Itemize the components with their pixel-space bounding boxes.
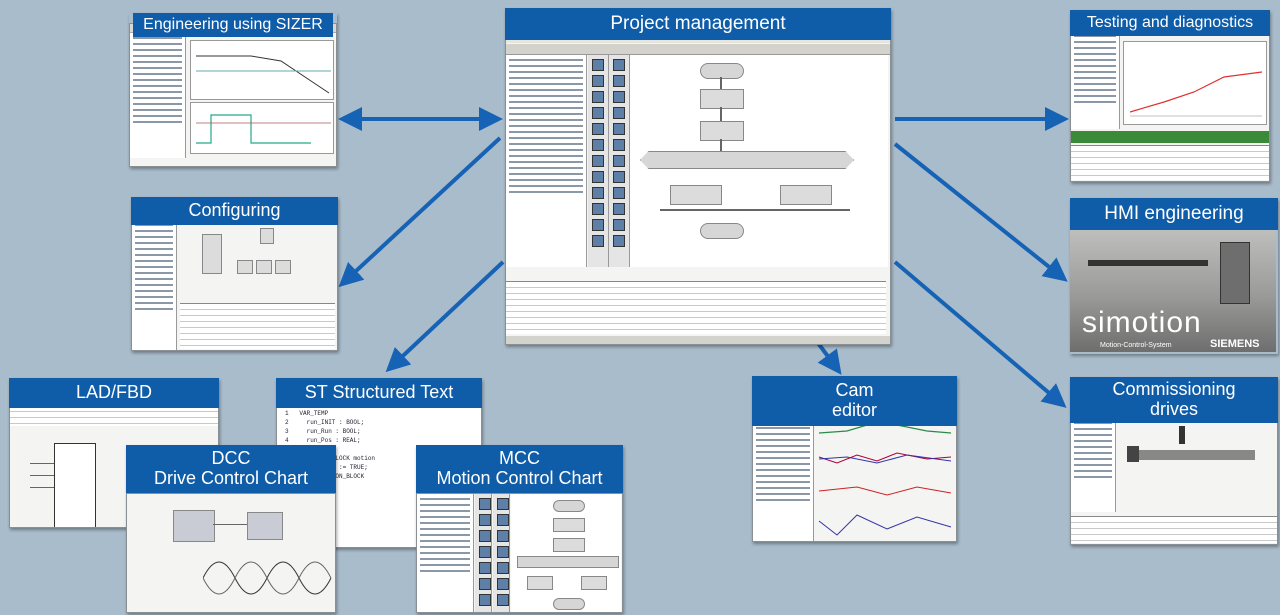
project-management-label: Project management xyxy=(505,8,891,40)
panel-configuring: Configuring xyxy=(131,197,338,351)
project-management-screenshot xyxy=(505,36,891,345)
testing-screenshot xyxy=(1070,20,1270,182)
panel-testing: Testing and diagnostics xyxy=(1070,10,1270,182)
panel-dcc: DCC Drive Control Chart xyxy=(126,445,336,613)
cam-screenshot xyxy=(752,416,957,542)
configuring-screenshot xyxy=(131,207,338,351)
siemens-logo: SIEMENS xyxy=(1210,338,1260,350)
hmi-label: HMI engineering xyxy=(1070,198,1278,230)
mcc-label: MCC Motion Control Chart xyxy=(416,445,623,493)
configuring-label: Configuring xyxy=(131,197,338,225)
sizer-screenshot xyxy=(129,23,337,167)
panel-project-management: Project management xyxy=(505,8,891,345)
simotion-wordmark: simotion xyxy=(1082,306,1202,339)
sizer-label: Engineering using SIZER xyxy=(133,13,333,37)
panel-commissioning: Commissioning drives xyxy=(1070,377,1278,545)
mcc-screenshot xyxy=(416,493,623,613)
panel-mcc: MCC Motion Control Chart xyxy=(416,445,623,613)
panel-hmi: simotion Motion-Control-System SIEMENS H… xyxy=(1070,198,1278,354)
hmi-screenshot: simotion Motion-Control-System SIEMENS xyxy=(1070,212,1276,352)
commissioning-screenshot xyxy=(1070,411,1278,545)
dcc-screenshot xyxy=(126,493,336,613)
st-label: ST Structured Text xyxy=(276,378,482,408)
commissioning-label: Commissioning drives xyxy=(1070,377,1278,423)
arrow-st xyxy=(385,260,505,373)
dcc-label: DCC Drive Control Chart xyxy=(126,445,336,493)
panel-cam: Cam editor xyxy=(752,376,957,542)
arrow-configuring xyxy=(338,136,502,288)
lad-label: LAD/FBD xyxy=(9,378,219,408)
arrow-hmi xyxy=(893,142,1068,282)
testing-label: Testing and diagnostics xyxy=(1070,10,1270,36)
panel-sizer: Engineering using SIZER xyxy=(129,13,337,167)
arrow-cam xyxy=(816,341,842,375)
simotion-subtitle: Motion-Control-System xyxy=(1100,342,1172,349)
cam-label: Cam editor xyxy=(752,376,957,426)
